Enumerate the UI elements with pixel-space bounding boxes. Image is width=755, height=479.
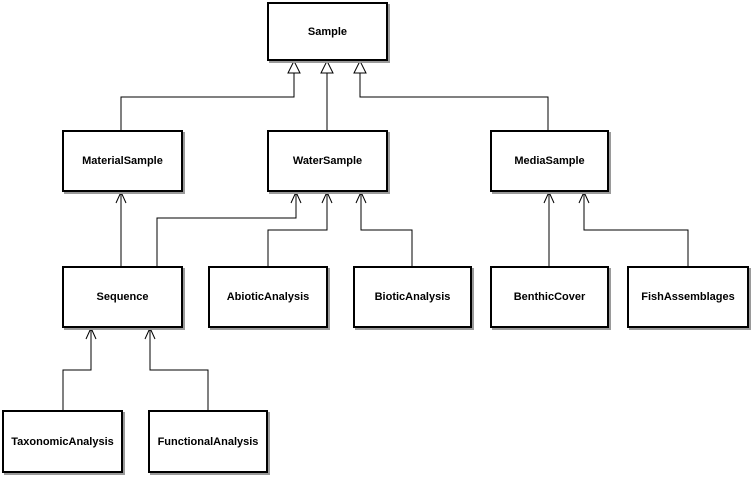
open-arrow-icon bbox=[144, 326, 156, 340]
edge-mediasample-sample bbox=[359, 73, 549, 130]
edge-biotic-watersample bbox=[360, 192, 413, 266]
class-media-sample: MediaSample bbox=[490, 130, 609, 192]
open-arrow-icon bbox=[85, 326, 97, 340]
edge-sequence-watersample bbox=[156, 192, 297, 266]
edge-abiotic-watersample bbox=[267, 192, 328, 266]
open-arrow-icon bbox=[543, 190, 555, 204]
class-label: MaterialSample bbox=[82, 155, 163, 167]
edge-taxonomic-sequence bbox=[62, 328, 92, 410]
generalization-arrow-icon bbox=[287, 59, 301, 74]
class-label: TaxonomicAnalysis bbox=[11, 435, 114, 448]
class-label: Sequence bbox=[96, 291, 149, 303]
class-sequence: Sequence bbox=[62, 266, 183, 328]
class-abiotic-analysis: AbioticAnalysis bbox=[208, 266, 328, 328]
open-arrow-icon bbox=[578, 190, 590, 204]
class-label: Sample bbox=[307, 25, 348, 38]
open-arrow-icon bbox=[355, 190, 367, 204]
class-label: WaterSample bbox=[292, 155, 363, 167]
class-water-sample: WaterSample bbox=[267, 130, 388, 192]
class-fish-assemblages: FishAssemblages bbox=[627, 266, 749, 328]
class-label: FunctionalAnalysis bbox=[157, 435, 259, 448]
generalization-arrow-icon bbox=[353, 59, 367, 74]
class-label: MediaSample bbox=[514, 155, 585, 167]
class-sample: Sample bbox=[267, 2, 388, 61]
generalization-arrow-icon bbox=[320, 59, 334, 74]
class-label: BenthicCover bbox=[513, 291, 586, 303]
class-taxonomic-analysis: TaxonomicAnalysis bbox=[2, 410, 123, 473]
class-label: FishAssemblages bbox=[641, 291, 735, 303]
class-functional-analysis: FunctionalAnalysis bbox=[148, 410, 268, 473]
open-arrow-icon bbox=[290, 190, 302, 204]
class-benthic-cover: BenthicCover bbox=[490, 266, 609, 328]
open-arrow-icon bbox=[321, 190, 333, 204]
class-label: AbioticAnalysis bbox=[226, 291, 310, 303]
class-material-sample: MaterialSample bbox=[62, 130, 183, 192]
edge-functional-sequence bbox=[149, 328, 209, 410]
class-label: BioticAnalysis bbox=[374, 291, 451, 303]
edge-fish-mediasample bbox=[583, 192, 689, 266]
class-biotic-analysis: BioticAnalysis bbox=[353, 266, 472, 328]
open-arrow-icon bbox=[115, 190, 127, 204]
edge-materialsample-sample bbox=[120, 73, 295, 130]
